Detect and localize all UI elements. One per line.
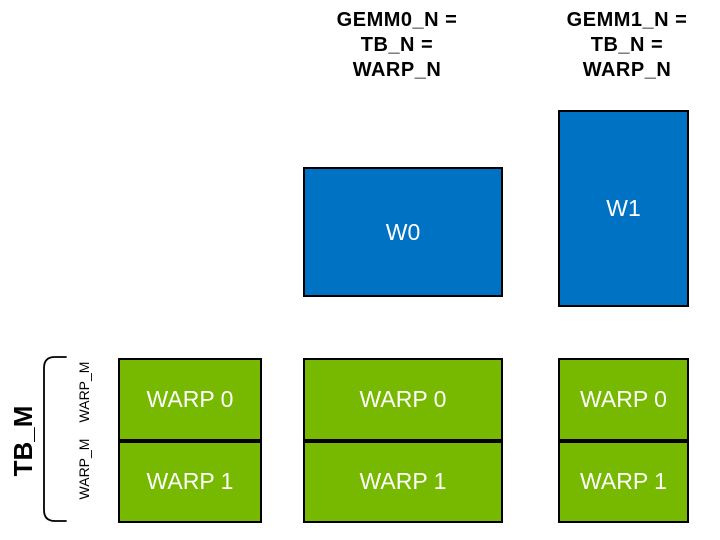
warp0-cell-middle: WARP 0 [303,358,503,441]
warp0-cell-left: WARP 0 [118,358,262,441]
w1-label: W1 [606,195,641,221]
warp-m-label-top: WARP_M [76,361,92,423]
gemm0-column-header: GEMM0_N = TB_N = WARP_N [336,9,458,81]
warp-column-middle: WARP 0 WARP 1 [303,358,503,523]
warp1-cell-right: WARP 1 [558,440,689,523]
tb-m-axis-label: TB_M [8,405,38,477]
warp0-cell-right: WARP 0 [558,358,689,441]
warp-column-right: WARP 0 WARP 1 [558,358,689,523]
warp-tile-w1-box: W1 [558,110,689,307]
warp1-cell-middle: WARP 1 [303,440,503,523]
w0-label: W0 [385,218,421,245]
warp1-cell-left: WARP 1 [118,440,262,523]
tb-m-bracket [43,356,67,522]
warp-m-label-bottom: WARP_M [76,438,92,500]
warp-tile-w0-box: W0 [303,167,503,297]
gemm1-column-header: GEMM1_N = TB_N = WARP_N [566,9,688,81]
warp-column-left: WARP 0 WARP 1 [118,358,262,523]
